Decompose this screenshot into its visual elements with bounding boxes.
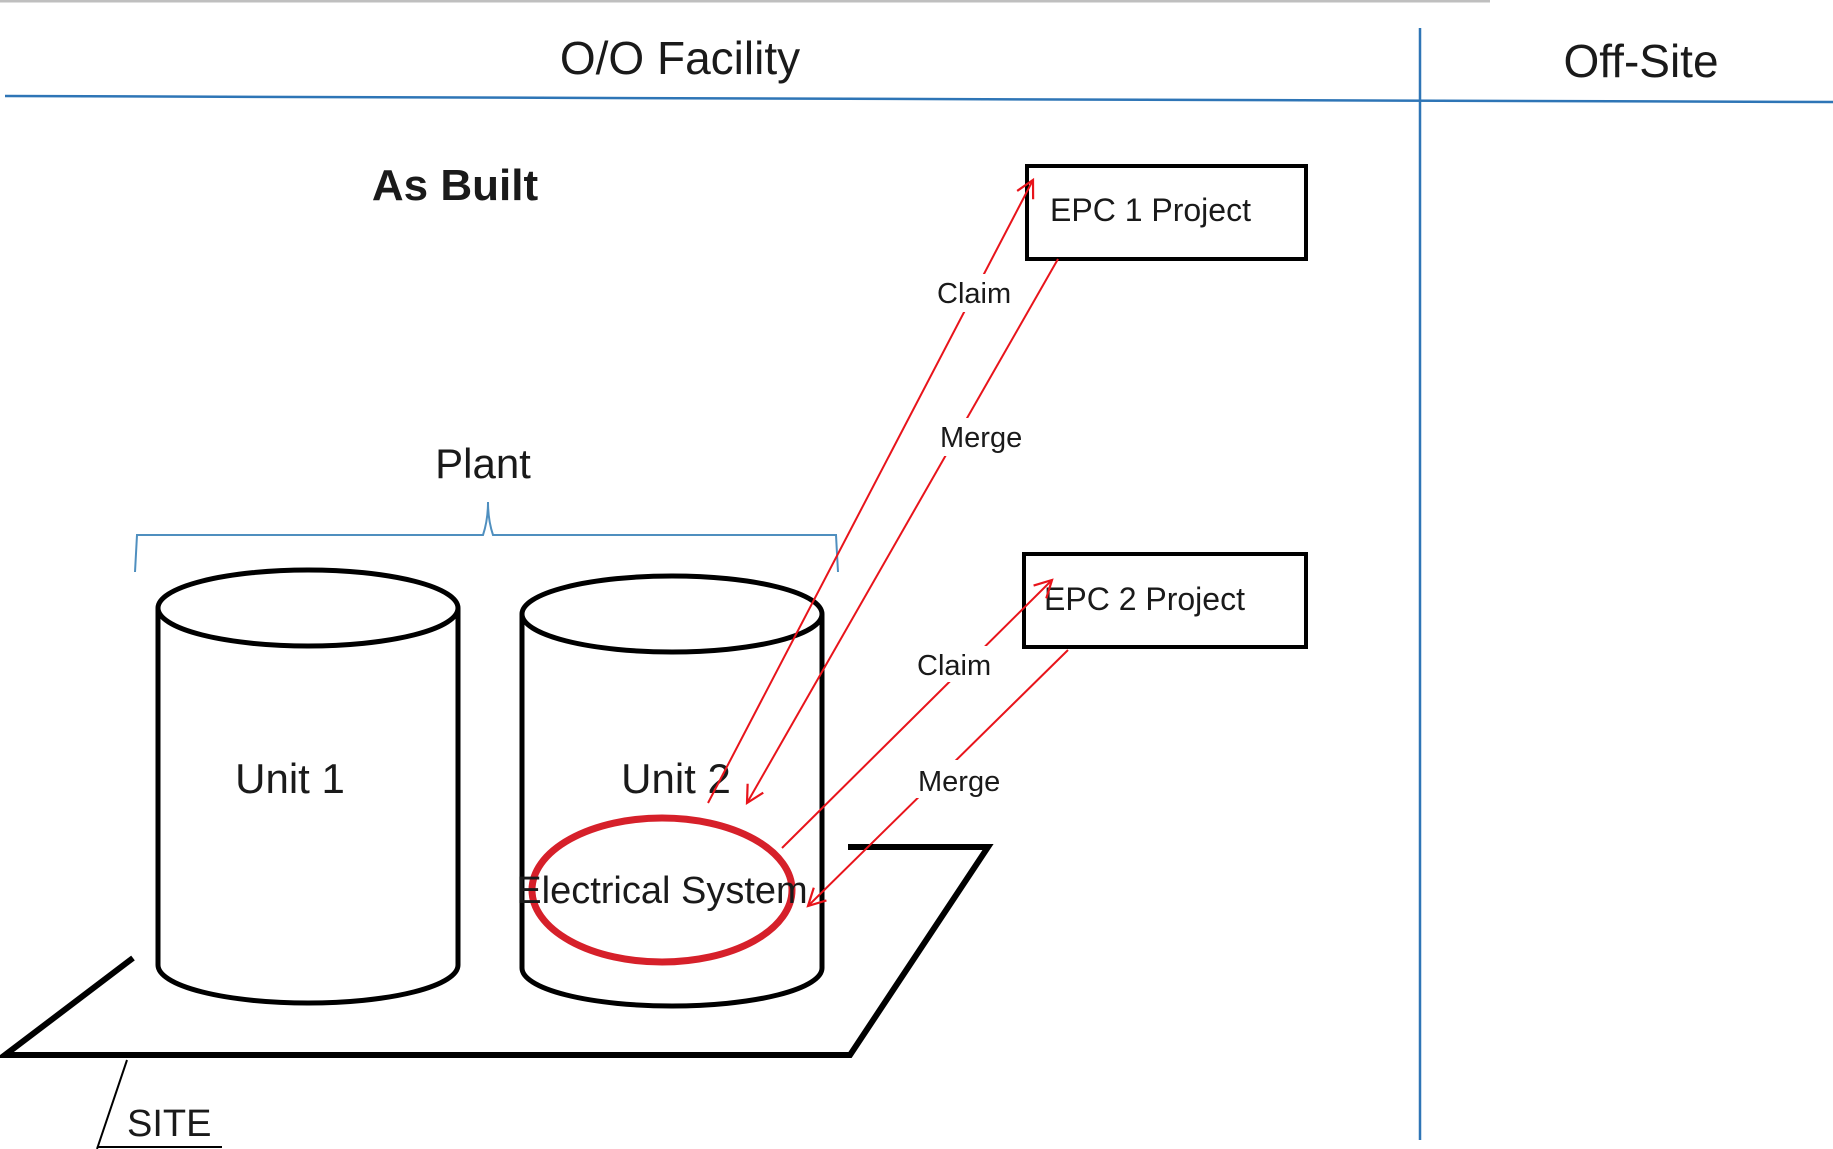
epc-1-project-box [1025, 164, 1308, 261]
epc-2-project-box [1022, 552, 1308, 649]
electrical-system-label: Electrical System [516, 870, 807, 912]
site-label-leader [96, 1059, 128, 1149]
section-header-facility: O/O Facility [560, 32, 800, 84]
header-divider [4, 94, 1833, 104]
epc-1-claim-label-bg [934, 274, 1014, 312]
epc-1-merge-label: Merge [940, 422, 1022, 454]
plant-brace [134, 501, 839, 573]
epc-1-merge-label-bg [938, 418, 1027, 456]
site-label: SITE [127, 1103, 211, 1145]
epc-1-claim-label: Claim [937, 278, 1011, 310]
epc-1-merge-arrow [745, 258, 1059, 806]
epc-2-claim-label: Claim [917, 650, 991, 682]
unit-1-label: Unit 1 [235, 755, 345, 802]
epc-1-claim-arrow [707, 177, 1035, 804]
epc-2-claim-label-bg [913, 646, 999, 682]
site-platform [0, 844, 994, 1058]
epc-2-claim-arrow [781, 578, 1054, 849]
epc-2-merge-label: Merge [918, 766, 1000, 798]
diagram-title: As Built [372, 161, 539, 210]
section-header-offsite: Off-Site [1563, 35, 1718, 87]
epc-1-project-label: EPC 1 Project [1050, 192, 1251, 228]
electrical-system-ring [528, 814, 796, 966]
epc-2-project-label: EPC 2 Project [1044, 581, 1245, 617]
epc-2-merge-label-bg [915, 760, 1011, 798]
unit-1-cylinder [155, 567, 461, 1006]
unit-2-cylinder [519, 573, 825, 1009]
unit-2-label: Unit 2 [621, 755, 731, 802]
plant-label: Plant [435, 440, 531, 487]
